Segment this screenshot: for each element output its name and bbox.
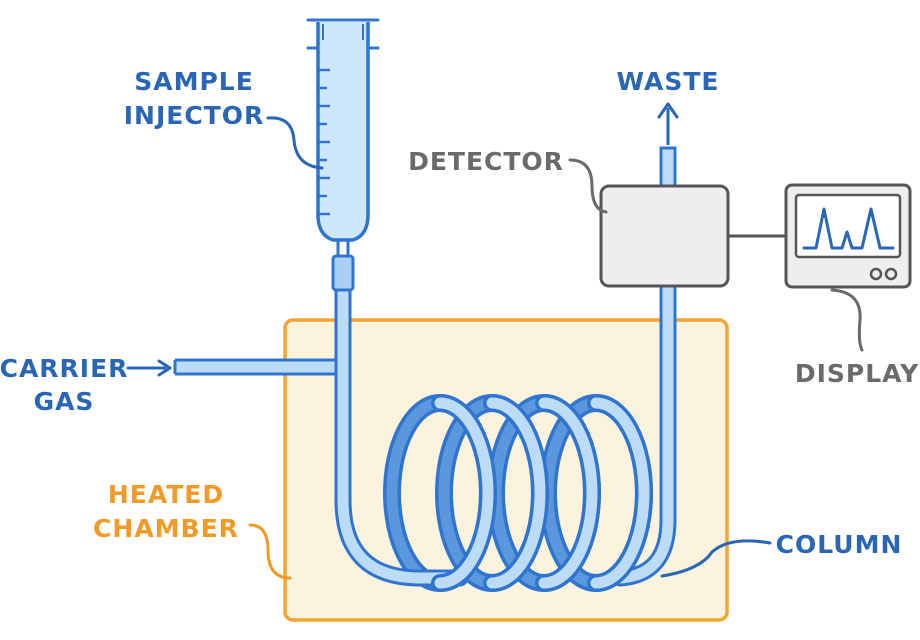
waste-label: WASTE	[617, 67, 720, 96]
leader-lines	[126, 116, 864, 580]
carrier-gas-label-line2: GAS	[34, 387, 95, 416]
display-label: DISPLAY	[795, 359, 919, 388]
display-knob-left	[869, 267, 883, 281]
sample-injector-label-line1: SAMPLE	[134, 67, 254, 96]
heated-chamber-label-line2: CHAMBER	[93, 514, 239, 543]
display-knob-right	[884, 267, 898, 281]
carrier-gas-inlet-tube	[173, 358, 337, 376]
display-monitor	[784, 183, 912, 289]
sample-injector-syringe	[306, 18, 380, 292]
detector-box	[599, 184, 730, 288]
carrier-gas-label-line1: CARRIER	[0, 354, 128, 383]
waste-outlet	[657, 102, 679, 190]
detector-label: DETECTOR	[408, 147, 564, 176]
column-coil-front	[431, 394, 653, 592]
heated-chamber-label-line1: HEATED	[108, 480, 224, 509]
column-tube	[334, 276, 677, 587]
sample-injector-label-line2: INJECTOR	[124, 101, 265, 130]
column-label: COLUMN	[776, 530, 903, 559]
